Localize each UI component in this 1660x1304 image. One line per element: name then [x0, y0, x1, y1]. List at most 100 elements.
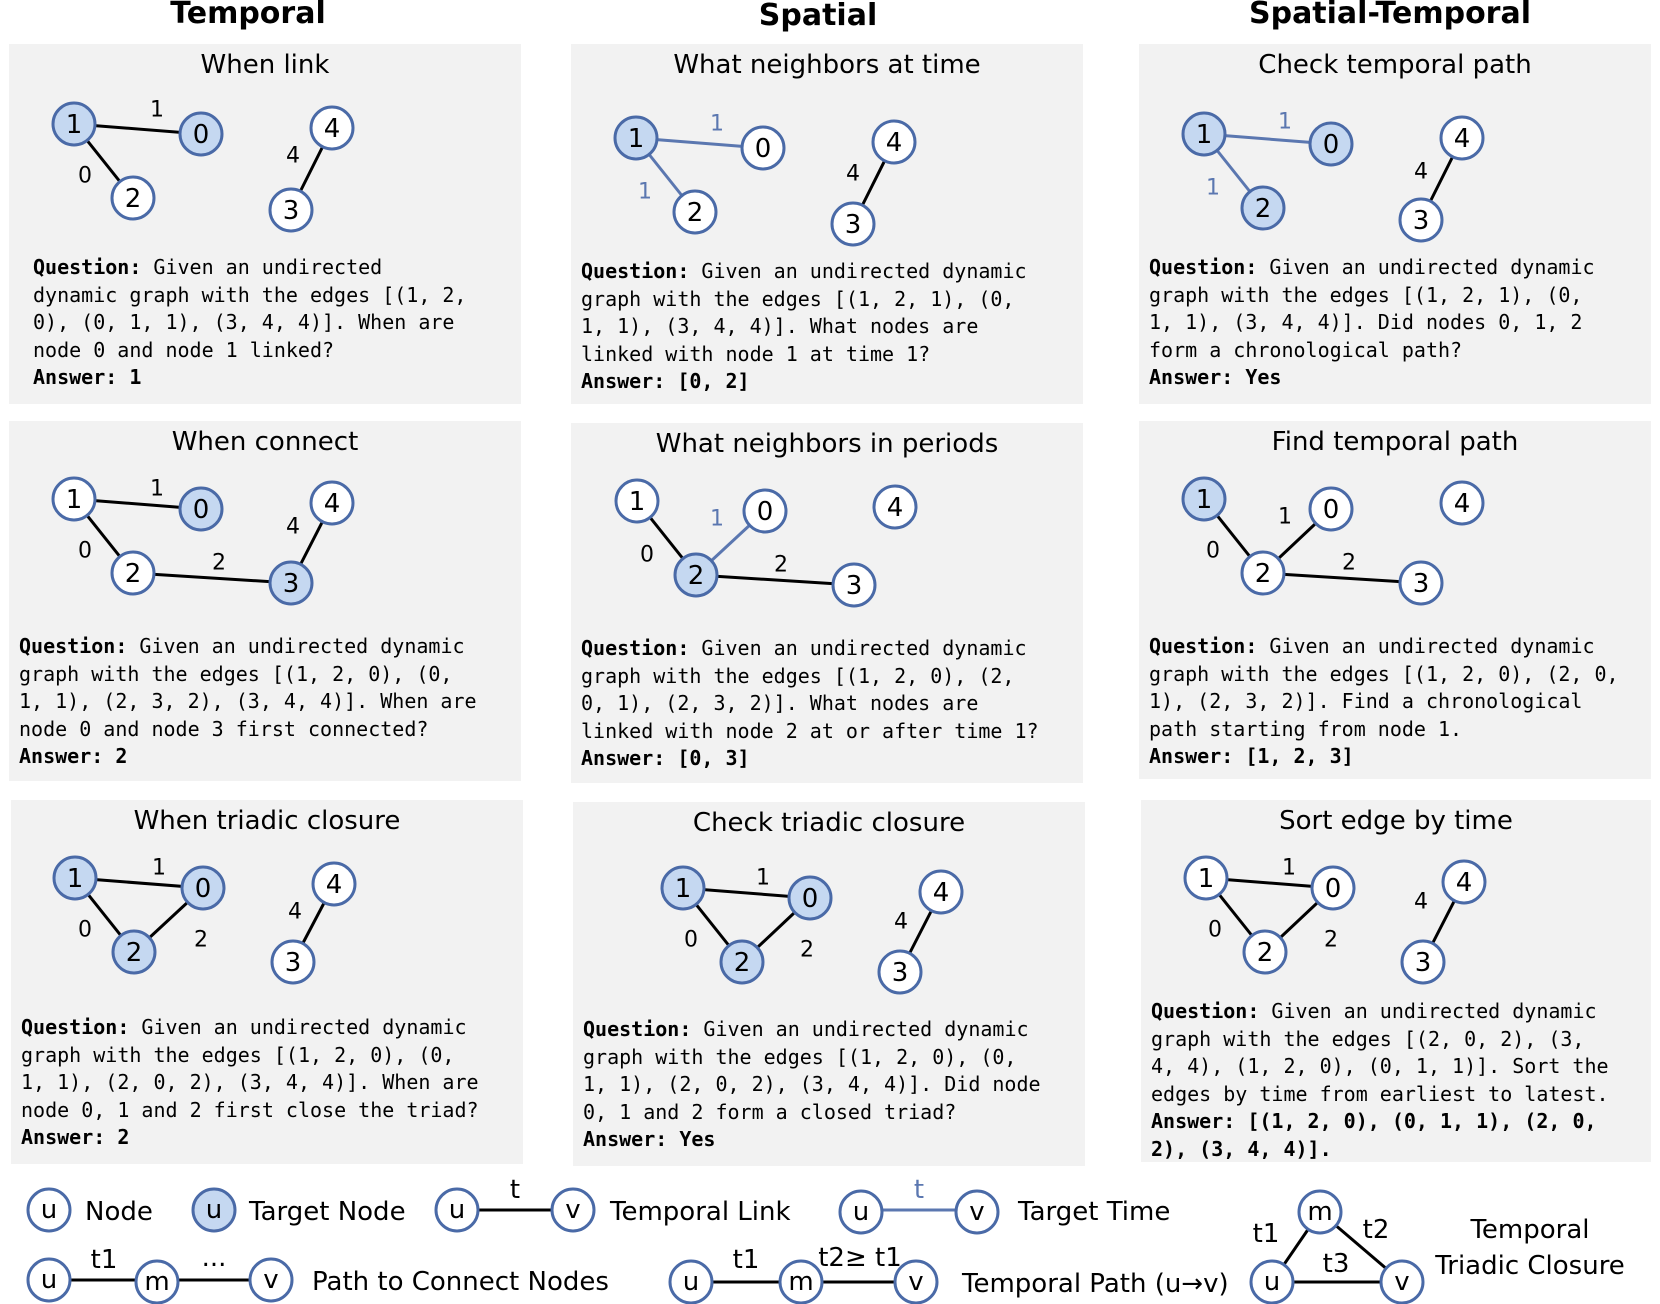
- node-label: 1: [675, 874, 692, 904]
- node-circle: [110, 550, 156, 596]
- node-circle: [1400, 939, 1446, 985]
- node-4: 4: [871, 119, 917, 165]
- node-label: 1: [1196, 120, 1213, 150]
- node-4: 4: [1439, 480, 1485, 526]
- legend-temporal-link-v-node: [550, 1187, 596, 1233]
- node-circle: [1181, 111, 1227, 157]
- legend-target-node-icon: [191, 1187, 237, 1233]
- legend-triad-m: m: [1307, 1197, 1332, 1227]
- question-answer: Question: Given an undirected dynamic gr…: [1151, 998, 1609, 1163]
- node-circle: [787, 875, 833, 921]
- node-circle: [673, 552, 719, 598]
- edge-time-label: 0: [1206, 539, 1220, 564]
- node-3: 3: [268, 187, 314, 233]
- answer-label: Answer:: [33, 365, 118, 389]
- question-label: Question:: [583, 1017, 692, 1041]
- target-node-1: 1: [52, 855, 98, 901]
- node-circle: [309, 105, 355, 151]
- target-node-3: 3: [268, 560, 314, 606]
- target-node-0: 0: [178, 111, 224, 157]
- legend-temporal-path-t1: t1: [733, 1245, 760, 1275]
- legend-node: u Node: [26, 1187, 153, 1233]
- legend-temporal-link-u: u: [449, 1195, 465, 1225]
- legend-target-node: u Target Node: [191, 1187, 406, 1233]
- node-3: 3: [1400, 939, 1446, 985]
- panel-title: When triadic closure: [133, 806, 401, 836]
- node-circle: [309, 480, 355, 526]
- answer-label: Answer:: [1151, 1109, 1236, 1133]
- node-label: 3: [283, 569, 300, 599]
- node-circle: [1240, 550, 1286, 596]
- node-label: 0: [757, 497, 774, 527]
- legend-triad-label-2: Triadic Closure: [1434, 1251, 1625, 1281]
- legend: u Node u Target Node u v t Temporal Link…: [26, 1175, 1625, 1304]
- node-0: 0: [1308, 486, 1354, 532]
- edge-time-label: 0: [78, 918, 92, 943]
- node-label: 1: [1196, 485, 1213, 515]
- edge-2-3: [132, 571, 292, 585]
- target-node-1: 1: [613, 115, 659, 161]
- question-label: Question:: [21, 1015, 130, 1039]
- panel-title: What neighbors in periods: [655, 429, 999, 459]
- question-answer: Question: Given an undirected dynamic gr…: [1149, 254, 1595, 392]
- edge-time-label: 0: [1208, 918, 1222, 943]
- question-label: Question:: [1149, 255, 1258, 279]
- legend-triad-t2: t2: [1363, 1215, 1390, 1245]
- node-circle: [877, 949, 923, 995]
- node-label: 0: [193, 120, 210, 150]
- node-4: 4: [1439, 115, 1485, 161]
- answer-label: Answer:: [19, 744, 104, 768]
- column-title-spatial: Spatial: [758, 0, 878, 33]
- node-4: 4: [309, 480, 355, 526]
- node-label: 2: [734, 948, 751, 978]
- node-2: 2: [110, 175, 156, 221]
- question-label: Question:: [19, 634, 128, 658]
- question-label: Question:: [581, 259, 690, 283]
- node-label: 4: [933, 878, 950, 908]
- question-answer: Question: Given an undirected dynamic gr…: [1149, 633, 1619, 771]
- edge-time-label: 1: [1278, 110, 1292, 135]
- legend-temporal-path-m: m: [788, 1267, 813, 1297]
- answer-label: Answer:: [581, 746, 666, 770]
- node-label: 4: [324, 114, 341, 144]
- legend-temporal-link-time: t: [510, 1175, 520, 1205]
- node-circle: [51, 101, 97, 147]
- legend-triad-m-node: [1297, 1189, 1343, 1235]
- node-1: 1: [1183, 855, 1229, 901]
- target-node-1: 1: [660, 865, 706, 911]
- answer-text: [(1, 2, 0), (0, 1, 1), (2, 0, 2), (3, 4,…: [1151, 1109, 1597, 1161]
- answer-text: 2: [105, 1125, 130, 1149]
- node-3: 3: [830, 201, 876, 247]
- legend-temporal-link-label: Temporal Link: [609, 1197, 791, 1227]
- node-label: 4: [324, 489, 341, 519]
- edge-time-label: 4: [846, 162, 860, 187]
- node-circle: [178, 486, 224, 532]
- node-0: 0: [742, 488, 788, 534]
- node-circle: [178, 111, 224, 157]
- legend-triad-v-node: [1379, 1259, 1425, 1304]
- question-label: Question:: [581, 636, 690, 660]
- legend-triad-u-node: [1249, 1259, 1295, 1304]
- legend-triadic-closure: m u v t1 t2 t3 Temporal Triadic Closure: [1249, 1189, 1625, 1304]
- target-node-1: 1: [1181, 476, 1227, 522]
- edge-time-label: 4: [1414, 890, 1428, 915]
- edge-time-label: 1: [638, 180, 652, 205]
- node-label: 1: [67, 864, 84, 894]
- node-circle: [1439, 115, 1485, 161]
- legend-target-time: u v t Target Time: [838, 1175, 1170, 1235]
- node-0: 0: [740, 125, 786, 171]
- question-answer: Question: Given an undirected dynamic gr…: [581, 258, 1027, 396]
- legend-path-dots: ...: [202, 1243, 227, 1273]
- node-4: 4: [311, 861, 357, 907]
- panel-title: When connect: [171, 427, 359, 457]
- node-label: 2: [125, 184, 142, 214]
- question-answer: Question: Given an undirected dynamic gr…: [21, 1014, 479, 1152]
- node-circle: [1240, 185, 1286, 231]
